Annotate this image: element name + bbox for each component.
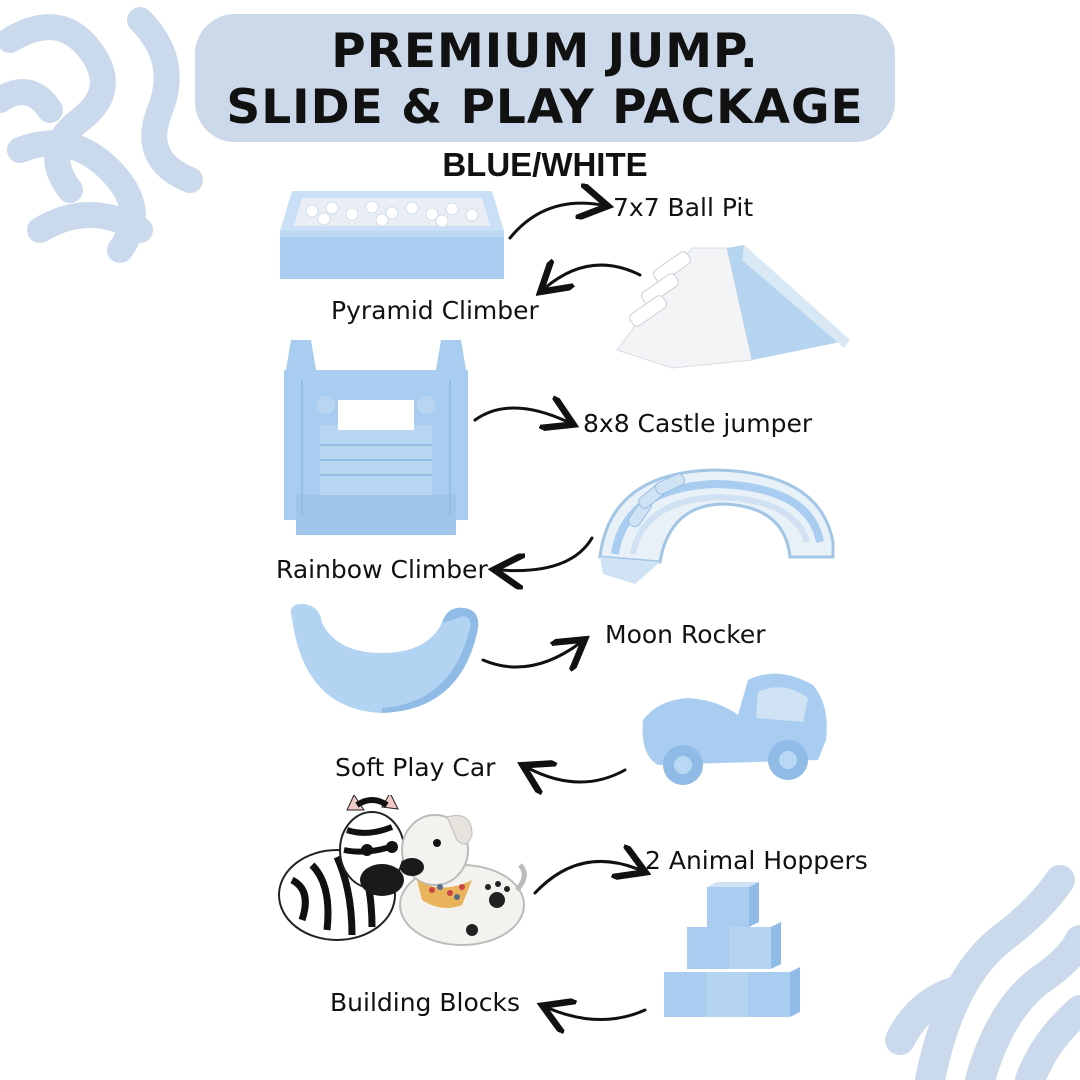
arrow-hoppers xyxy=(533,861,640,895)
pyramid-climber-image xyxy=(616,245,850,369)
building-blocks-image xyxy=(664,882,800,1017)
label-moon-rocker: Moon Rocker xyxy=(605,620,766,649)
label-pyramid-climber: Pyramid Climber xyxy=(331,296,539,325)
soft-play-car-image xyxy=(642,673,827,785)
arrow-ball-pit xyxy=(508,203,602,240)
arrow-pyramid xyxy=(545,265,642,288)
arrow-rainbow xyxy=(500,536,594,571)
label-castle-jumper: 8x8 Castle jumper xyxy=(583,409,813,438)
color-subtitle: BLUE/WHITE xyxy=(442,146,648,183)
arrow-moon xyxy=(481,643,580,667)
label-rainbow-climber: Rainbow Climber xyxy=(276,555,488,584)
castle-jumper-image xyxy=(284,340,468,535)
label-animal-hoppers: 2 Animal Hoppers xyxy=(645,846,868,875)
animal-hoppers-image xyxy=(278,795,527,946)
arrow-car xyxy=(528,768,627,782)
title-line-1: PREMIUM JUMP. xyxy=(331,24,759,79)
arrow-blocks xyxy=(548,1008,647,1020)
label-building-blocks: Building Blocks xyxy=(330,988,521,1017)
arrow-castle xyxy=(473,408,568,422)
rainbow-climber-image xyxy=(598,468,835,584)
label-soft-play-car: Soft Play Car xyxy=(335,753,496,782)
moon-rocker-image xyxy=(290,603,479,713)
ball-pit-image xyxy=(280,191,504,279)
title-banner: PREMIUM JUMP. SLIDE & PLAY PACKAGE xyxy=(195,14,895,142)
title-line-2: SLIDE & PLAY PACKAGE xyxy=(226,80,864,135)
label-ball-pit: 7x7 Ball Pit xyxy=(613,193,754,222)
